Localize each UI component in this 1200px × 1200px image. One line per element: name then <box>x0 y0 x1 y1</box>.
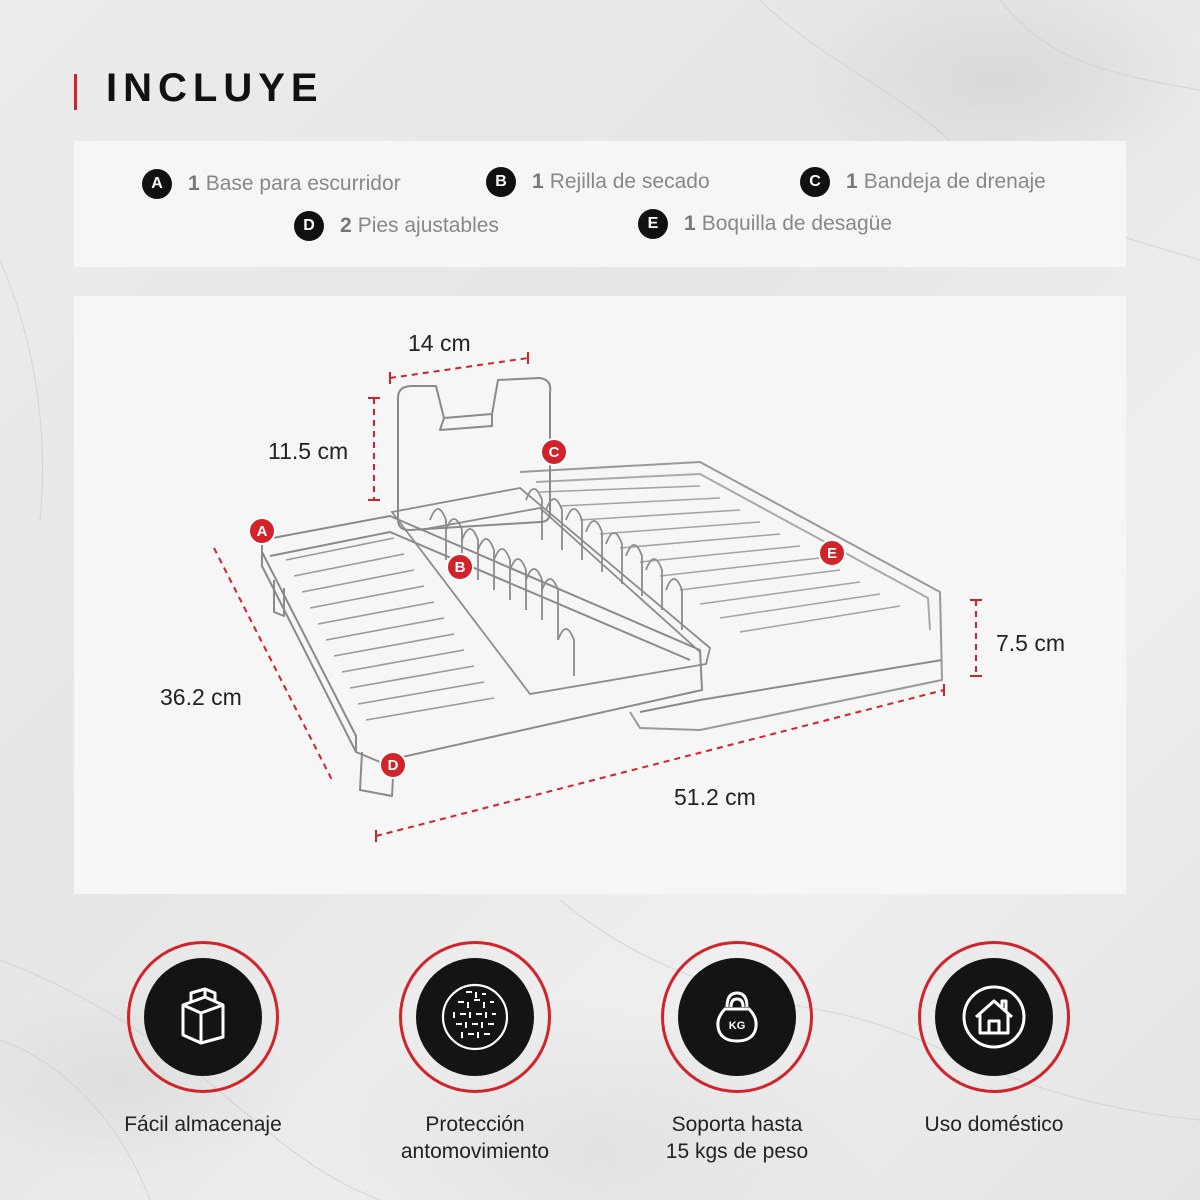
part-e-name: Boquilla de desagüe <box>701 212 893 235</box>
part-e-qty: 1 <box>684 212 696 235</box>
part-b-qty: 1 <box>532 170 544 193</box>
feature-domestic-line1: Uso doméstico <box>924 1113 1064 1136</box>
marker-b <box>446 553 474 581</box>
feature-storage: Fácil almacenaje <box>108 941 298 1138</box>
part-d-qty: 2 <box>340 214 352 237</box>
marker-d <box>379 751 407 779</box>
part-a-qty: 1 <box>188 172 200 195</box>
part-a-badge: A <box>142 169 172 199</box>
svg-text:KG: KG <box>729 1020 746 1032</box>
marker-e <box>818 539 846 567</box>
dim-line-holder-width <box>389 357 529 379</box>
part-d-name: Pies ajustables <box>357 214 499 237</box>
part-c-name: Bandeja de drenaje <box>863 170 1046 193</box>
part-d-badge: D <box>294 211 324 241</box>
feature-domestic-label: Uso doméstico <box>899 1111 1089 1138</box>
dim-holder-width: 14 cm <box>408 330 471 356</box>
part-b: B 1 Rejilla de secado <box>486 167 710 197</box>
dim-length: 51.2 cm <box>674 784 756 810</box>
feature-weight-line1: Soporta hasta <box>671 1113 803 1136</box>
anti-slip-pattern-icon <box>416 958 534 1076</box>
marker-c <box>540 438 568 466</box>
feature-storage-ring <box>127 941 279 1093</box>
parts-panel: A 1 Base para escurridor B 1 Rejilla de … <box>74 141 1126 267</box>
part-b-badge: B <box>486 167 516 197</box>
marker-a-label: A <box>257 523 268 540</box>
part-c-qty: 1 <box>846 170 858 193</box>
feature-weight-line2: 15 kgs de peso <box>665 1140 809 1163</box>
marker-e-label: E <box>827 545 837 562</box>
feature-domestic: Uso doméstico <box>899 941 1089 1138</box>
diagram-panel <box>74 296 1126 894</box>
feature-weight: KG Soporta hasta 15 kgs de peso <box>642 941 832 1165</box>
marker-a <box>248 517 276 545</box>
dim-holder-height: 11.5 cm <box>268 438 349 464</box>
marker-c-label: C <box>549 444 560 461</box>
feature-weight-label: Soporta hasta 15 kgs de peso <box>642 1111 832 1165</box>
title-accent-bar <box>74 74 77 110</box>
feature-storage-line1: Fácil almacenaje <box>124 1113 282 1136</box>
feature-antislip-label: Protección antomovimiento <box>380 1111 570 1165</box>
part-e: E 1 Boquilla de desagüe <box>638 209 892 239</box>
part-a: A 1 Base para escurridor <box>142 169 401 199</box>
marker-d-label: D <box>388 757 399 774</box>
dim-height: 7.5 cm <box>996 630 1066 656</box>
part-e-badge: E <box>638 209 668 239</box>
feature-antislip-line2: antomovimiento <box>400 1140 550 1163</box>
feature-weight-ring: KG <box>661 941 813 1093</box>
kettlebell-kg-icon: KG <box>678 958 796 1076</box>
house-icon <box>935 958 1053 1076</box>
part-d: D 2 Pies ajustables <box>294 211 499 241</box>
part-a-name: Base para escurridor <box>205 172 401 195</box>
page-title: INCLUYE <box>106 66 324 110</box>
feature-antislip-ring <box>399 941 551 1093</box>
feature-domestic-ring <box>918 941 1070 1093</box>
box-icon <box>144 958 262 1076</box>
part-b-name: Rejilla de secado <box>549 170 710 193</box>
dim-depth: 36.2 cm <box>160 684 242 710</box>
part-c: C 1 Bandeja de drenaje <box>800 167 1046 197</box>
feature-antislip: Protección antomovimiento <box>380 941 570 1165</box>
marker-b-label: B <box>455 559 466 576</box>
feature-storage-label: Fácil almacenaje <box>108 1111 298 1138</box>
dim-line-length <box>375 689 945 837</box>
part-c-badge: C <box>800 167 830 197</box>
feature-antislip-line1: Protección <box>425 1113 525 1136</box>
